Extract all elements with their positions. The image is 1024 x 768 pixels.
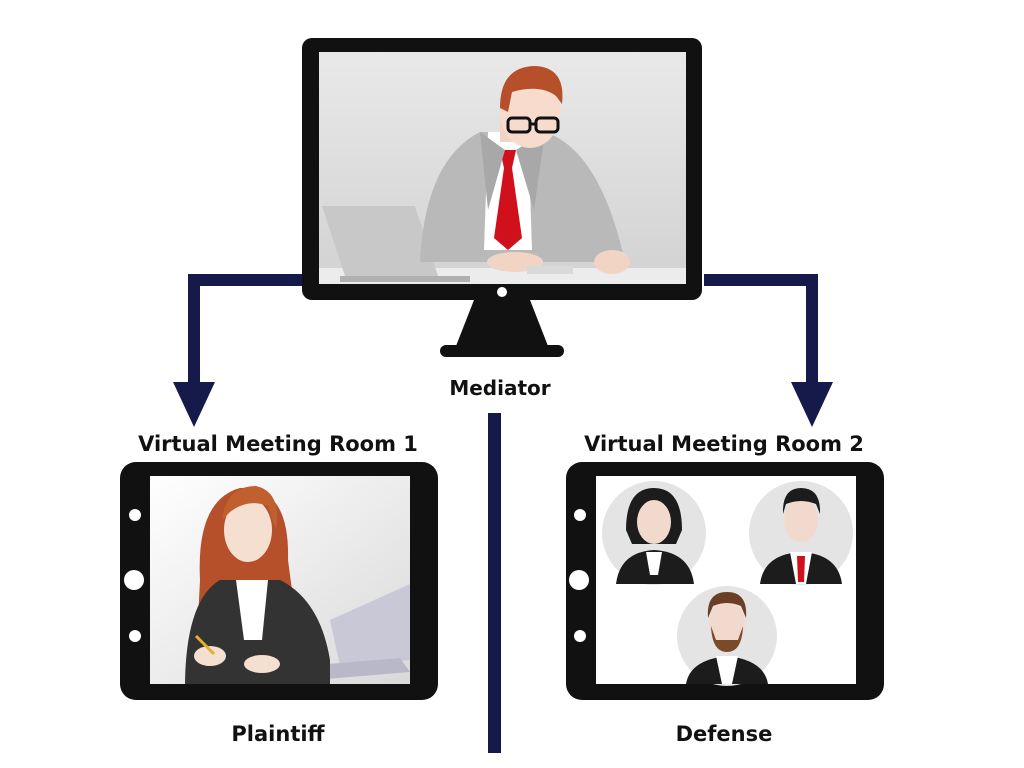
- defense-avatar-man: [749, 481, 853, 585]
- defense-avatar-woman: [602, 481, 706, 585]
- divider-line: [488, 413, 501, 753]
- down-arrow-icon: [173, 382, 215, 427]
- plaintiff-illustration: [185, 486, 410, 684]
- defense-label: Defense: [675, 722, 773, 746]
- room2-title: Virtual Meeting Room 2: [584, 432, 864, 456]
- connector-left: [173, 274, 302, 427]
- mediator-label: Mediator: [449, 376, 551, 400]
- down-arrow-icon: [791, 382, 833, 427]
- mediator-illustration: [319, 66, 686, 284]
- defense-avatar-bearded-man: [677, 586, 777, 686]
- plaintiff-label: Plaintiff: [231, 722, 325, 746]
- connector-right: [704, 274, 833, 427]
- room1-title: Virtual Meeting Room 1: [138, 432, 418, 456]
